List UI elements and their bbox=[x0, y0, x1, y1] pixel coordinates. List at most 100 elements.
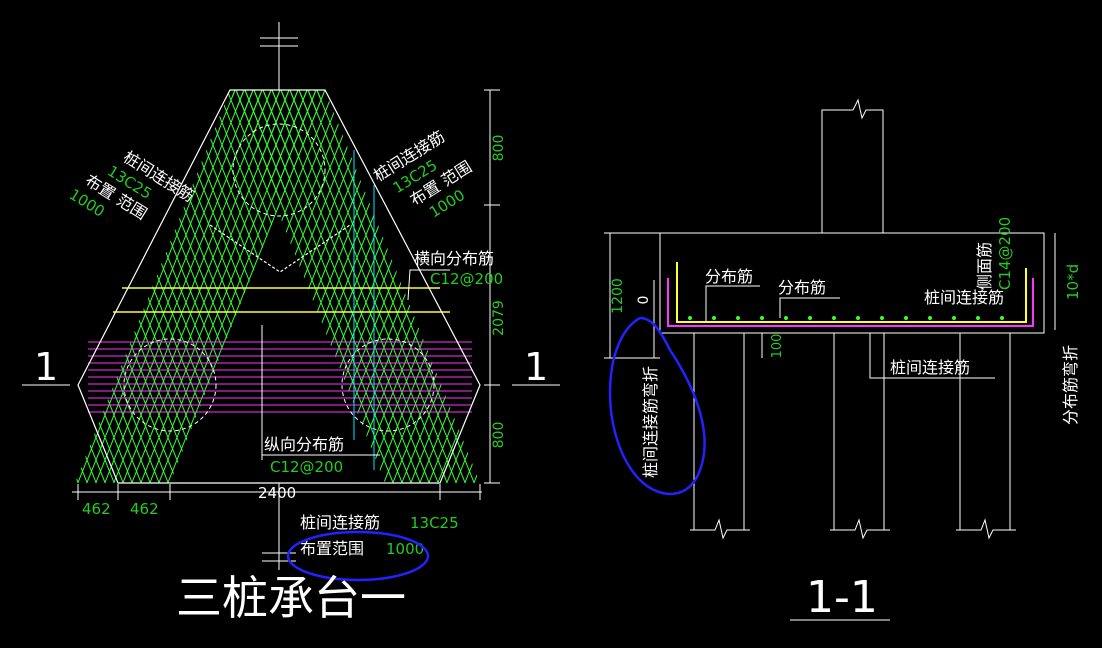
dim-left-label-1: 462 bbox=[82, 500, 111, 518]
dim-left-label-2: 462 bbox=[130, 500, 159, 518]
dist-leader-1 bbox=[705, 285, 760, 322]
hatch-line bbox=[75, 90, 167, 483]
hatch-line bbox=[75, 90, 254, 483]
hatch-line bbox=[230, 90, 407, 483]
rebar-dot bbox=[760, 316, 764, 320]
hatch-line bbox=[75, 90, 239, 483]
hatch-line bbox=[75, 90, 104, 483]
column-right-edge bbox=[852, 98, 884, 233]
rebar-dot bbox=[832, 316, 836, 320]
rebar-dot bbox=[856, 316, 860, 320]
hatch-line bbox=[230, 90, 416, 483]
hatch-line bbox=[647, 0, 847, 500]
transverse-spec: C12@200 bbox=[430, 270, 503, 288]
hatch-line bbox=[230, 90, 371, 483]
hatch-line bbox=[142, 90, 325, 483]
hatch-line bbox=[0, 0, 103, 500]
sec-label-connect: 桩间连接筋 bbox=[924, 288, 1004, 307]
hatch-line bbox=[596, 0, 796, 500]
hatch-line bbox=[230, 90, 266, 483]
rebar-dot bbox=[976, 316, 980, 320]
sec-label-bend-right: 分布筋弯折 bbox=[1061, 345, 1080, 425]
hatch-line bbox=[530, 0, 730, 500]
hatch-line bbox=[75, 90, 140, 483]
hatch-line bbox=[0, 0, 154, 500]
hatch-line bbox=[638, 0, 838, 500]
hatch-line bbox=[75, 90, 203, 483]
connect-leader-bottom bbox=[869, 333, 995, 379]
hatch-line bbox=[75, 90, 77, 483]
hatch-line bbox=[75, 90, 155, 483]
hatch-line bbox=[75, 90, 164, 483]
hatch-line bbox=[230, 90, 392, 483]
section-title: 1-1 bbox=[806, 572, 878, 623]
hatch-line bbox=[75, 90, 245, 483]
hatch-line bbox=[593, 0, 793, 500]
hatch-line bbox=[262, 90, 464, 483]
rebar-dot bbox=[952, 316, 956, 320]
hatch-line bbox=[596, 0, 796, 500]
sec-label-dist-1: 分布筋 bbox=[705, 267, 753, 286]
rebar-dot bbox=[1000, 316, 1004, 320]
hatch-line bbox=[0, 0, 40, 500]
sec-label-dist-2: 分布筋 bbox=[778, 278, 826, 297]
dim-width-label: 2400 bbox=[258, 484, 296, 502]
hatch-line bbox=[115, 90, 317, 483]
rebar-dot bbox=[904, 316, 908, 320]
transverse-leader bbox=[407, 269, 450, 301]
hatch-line bbox=[29, 0, 229, 500]
hatch-line bbox=[145, 90, 325, 483]
hatch-line bbox=[230, 90, 239, 483]
hatch-line bbox=[0, 0, 100, 500]
hatch-line bbox=[17, 0, 217, 500]
hatch-line bbox=[521, 0, 721, 500]
hatch-line bbox=[0, 0, 13, 500]
transverse-rebar-band bbox=[88, 341, 472, 413]
hatch-line bbox=[75, 90, 176, 483]
column-left-edge bbox=[821, 109, 853, 233]
hatch-line bbox=[75, 90, 272, 483]
hatch-line bbox=[683, 0, 883, 500]
hatch-line bbox=[0, 0, 190, 500]
hatch-line bbox=[503, 0, 703, 500]
hatch-line bbox=[665, 0, 865, 500]
hatch-line bbox=[75, 90, 191, 483]
hatch-line bbox=[656, 0, 856, 500]
hatch-line bbox=[0, 0, 31, 500]
hatch-line bbox=[0, 0, 49, 500]
pile-cap-outline bbox=[77, 89, 481, 484]
hatch-line bbox=[497, 0, 697, 500]
hatch-line bbox=[575, 0, 775, 500]
hatch-line bbox=[88, 90, 290, 483]
hatch-line bbox=[181, 90, 325, 483]
hatch-line bbox=[75, 90, 236, 483]
hatch-line bbox=[521, 0, 721, 500]
hatch-line bbox=[0, 0, 85, 500]
hatch-line bbox=[75, 90, 218, 483]
hatch-line bbox=[539, 0, 739, 500]
dim-top-label: 800 bbox=[491, 135, 507, 162]
hatch-line bbox=[75, 90, 101, 483]
hatch-line bbox=[190, 90, 325, 483]
rebar-dot bbox=[784, 316, 788, 320]
hatch-line bbox=[566, 0, 766, 500]
hatch-line bbox=[0, 0, 22, 500]
dim-bottom-label: 800 bbox=[491, 422, 507, 449]
hatch-line bbox=[0, 0, 112, 500]
hatch-line bbox=[230, 90, 389, 483]
dist-leader-2 bbox=[779, 297, 840, 318]
hatch-line bbox=[578, 0, 778, 500]
hatch-line bbox=[75, 90, 185, 483]
hatch-line bbox=[75, 90, 230, 483]
hatch-line bbox=[230, 90, 383, 483]
hatch-line bbox=[0, 0, 157, 500]
hatch-line bbox=[0, 0, 58, 500]
hatch-line bbox=[187, 90, 325, 483]
rebar-dot bbox=[880, 316, 884, 320]
hatch-line bbox=[569, 0, 769, 500]
bottom-note-1: 桩间连接筋 bbox=[300, 513, 380, 532]
hatch-line bbox=[512, 0, 712, 500]
hatch-line bbox=[656, 0, 856, 500]
hatch-line bbox=[512, 0, 712, 500]
